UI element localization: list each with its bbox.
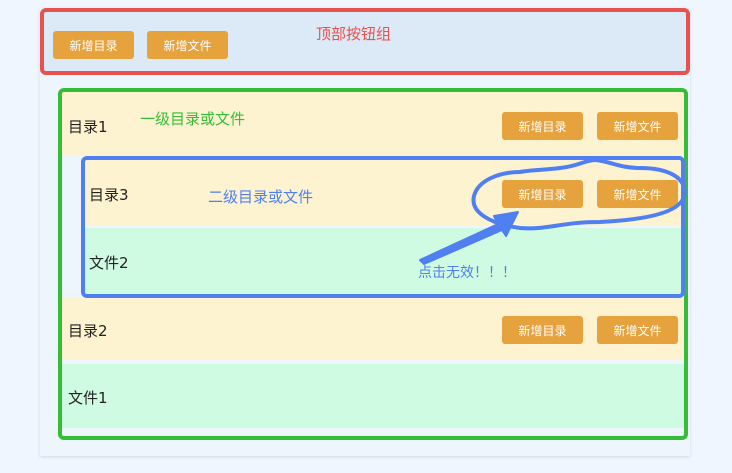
dir3-add-directory-button[interactable]: 新增目录 — [502, 180, 583, 208]
dir2-label: 目录2 — [68, 322, 108, 340]
tree-row-file1[interactable]: 文件1 — [62, 364, 684, 428]
tree-row-dir2[interactable]: 目录2 新增目录 新增文件 — [62, 298, 684, 360]
dir3-add-file-button[interactable]: 新增文件 — [597, 180, 678, 208]
dir2-add-directory-button[interactable]: 新增目录 — [502, 316, 583, 344]
top-bar-annotation: 顶部按钮组 — [316, 25, 392, 43]
level2-annotation: 二级目录或文件 — [208, 188, 314, 206]
tree-row-dir1[interactable]: 目录1 新增目录 新增文件 — [62, 92, 684, 156]
top-add-directory-button[interactable]: 新增目录 — [53, 31, 134, 59]
dir1-add-file-button[interactable]: 新增文件 — [597, 112, 678, 140]
dir1-add-directory-button[interactable]: 新增目录 — [502, 112, 583, 140]
top-button-group: 新增目录 新增文件 顶部按钮组 — [40, 8, 690, 75]
dir1-label: 目录1 — [68, 118, 108, 136]
dir3-label: 目录3 — [89, 186, 129, 204]
tree-row-file2[interactable]: 文件2 — [85, 228, 681, 294]
tree-row-dir3[interactable]: 目录3 新增目录 新增文件 — [85, 160, 681, 226]
dir2-add-file-button[interactable]: 新增文件 — [597, 316, 678, 344]
level1-annotation: 一级目录或文件 — [140, 110, 246, 128]
file1-label: 文件1 — [68, 389, 108, 407]
top-add-file-button[interactable]: 新增文件 — [147, 31, 228, 59]
file2-label: 文件2 — [89, 254, 129, 272]
click-invalid-annotation: 点击无效！！！ — [418, 265, 516, 281]
